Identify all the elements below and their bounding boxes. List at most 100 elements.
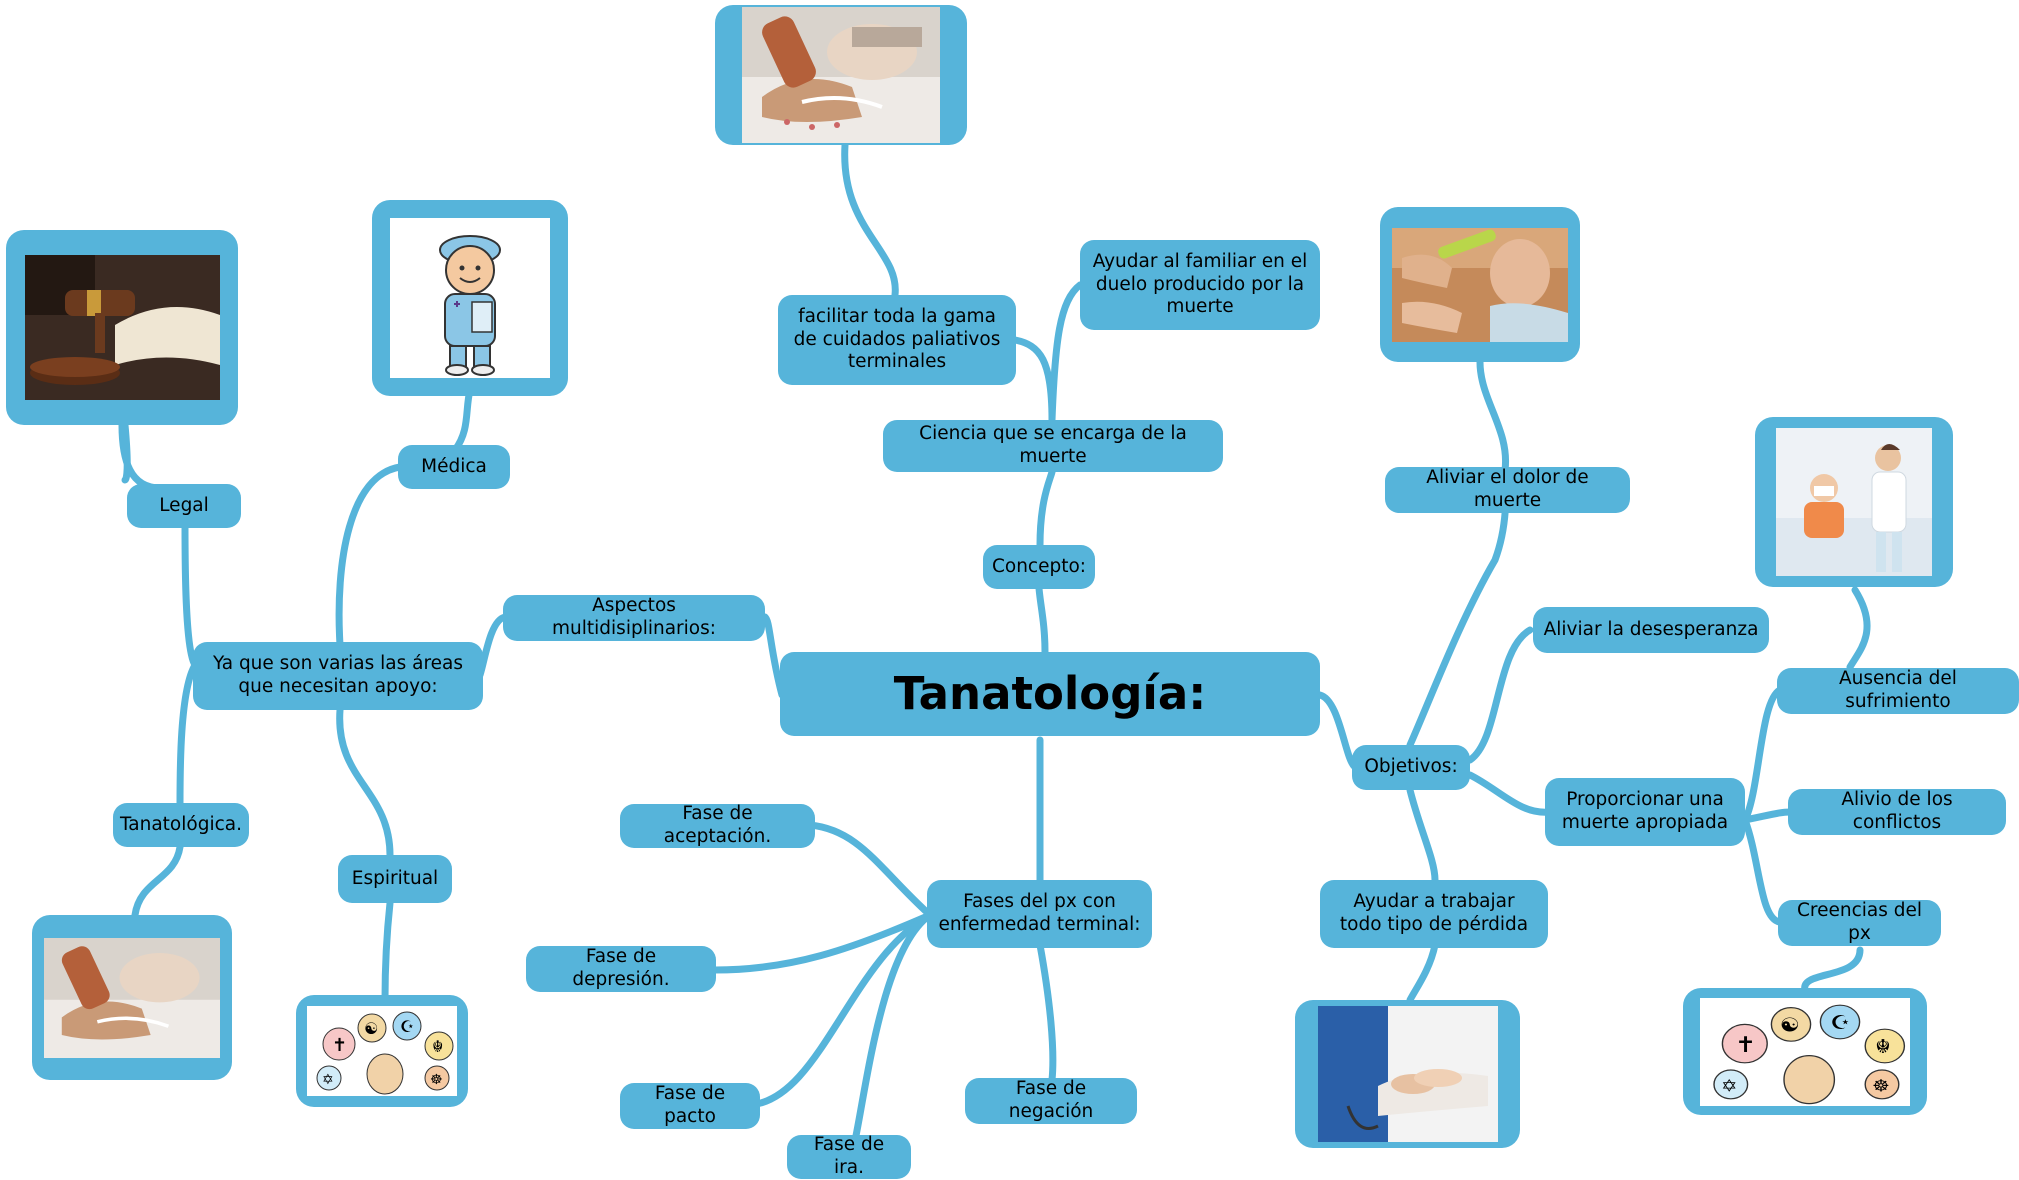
central-topic-label: Tanatología:: [893, 666, 1207, 720]
connector: [1036, 468, 1056, 549]
svg-text:☯: ☯: [1780, 1014, 1800, 1036]
connector: [1406, 941, 1439, 1004]
tanatologica-node[interactable]: Tanatológica.: [113, 803, 249, 847]
proporcionar-label: Proporcionar una muerte apropiada: [1561, 789, 1729, 833]
aliviar-dolor-label: Aliviar el dolor de muerte: [1426, 467, 1589, 511]
svg-text:☬: ☬: [432, 1037, 443, 1056]
legal-node[interactable]: Legal: [127, 484, 241, 528]
ciencia-node[interactable]: Ciencia que se encarga de la muerte: [883, 420, 1223, 472]
objetivos-node[interactable]: Objetivos:: [1352, 745, 1470, 790]
hands-care-photo-node[interactable]: [1295, 1000, 1520, 1148]
connector: [1846, 586, 1871, 671]
fase-pacto-node[interactable]: Fase de pacto: [620, 1083, 760, 1129]
ausencia-node[interactable]: Ausencia del sufrimiento: [1777, 668, 2019, 714]
alivio-conflictos-node[interactable]: Alivio de los conflictos: [1788, 789, 2006, 835]
connector: [849, 911, 934, 1154]
aliviar-dolor-node[interactable]: Aliviar el dolor de muerte: [1385, 467, 1630, 513]
fase-aceptacion-label: Fase de aceptación.: [663, 803, 772, 847]
connector: [761, 613, 786, 699]
areas-node[interactable]: Ya que son varias las áreas que necesita…: [193, 642, 483, 710]
aspectos-node[interactable]: Aspectos multidisiplinarios:: [503, 595, 765, 641]
svg-text:☸: ☸: [1872, 1076, 1890, 1095]
religious-symbols-icon: ✝ ☯ ☪ ☬ ✡ ☸: [1700, 997, 1910, 1106]
areas-label: Ya que son varias las áreas que necesita…: [212, 653, 464, 697]
concepto-label: Concepto:: [991, 555, 1087, 577]
hospital-hands-icon: [742, 7, 940, 143]
connector: [1741, 686, 1784, 824]
hospital-hands-icon: [44, 937, 220, 1058]
connector: [841, 141, 899, 299]
fases-node[interactable]: Fases del px con enfermedad terminal:: [927, 880, 1152, 948]
doctor-image-node[interactable]: [372, 200, 568, 396]
ausencia-label: Ausencia del sufrimiento: [1839, 668, 1957, 712]
tanatologica-label: Tanatológica.: [120, 813, 242, 835]
nurse-patient-icon: [1776, 428, 1932, 576]
connector: [131, 843, 184, 919]
fase-negacion-label: Fase de negación: [1008, 1078, 1094, 1122]
facilitar-node[interactable]: facilitar toda la gama de cuidados palia…: [778, 295, 1016, 385]
proporcionar-node[interactable]: Proporcionar una muerte apropiada: [1545, 778, 1745, 846]
central-topic[interactable]: Tanatología:: [780, 652, 1320, 736]
connector: [1048, 281, 1084, 424]
connector: [335, 463, 404, 649]
legal-photo-node[interactable]: [6, 230, 238, 425]
connector: [476, 613, 509, 679]
svg-text:✡: ✡: [322, 1072, 334, 1088]
connector: [806, 821, 934, 919]
medica-node[interactable]: Médica: [398, 445, 510, 489]
hospital-photo-node[interactable]: [715, 5, 967, 145]
ayudar-perdida-label: Ayudar a trabajar todo tipo de pérdida: [1339, 891, 1529, 935]
connector: [181, 521, 199, 669]
connector: [1741, 808, 1794, 824]
religious-symbols-icon: ✝ ☯ ☪ ☬ ✡ ☸: [307, 1006, 457, 1096]
connector: [1466, 626, 1534, 764]
creencias-image-node[interactable]: ✝ ☯ ☪ ☬ ✡ ☸: [1683, 988, 1927, 1115]
pills-photo-node[interactable]: [1380, 207, 1580, 362]
tanatologica-photo-node[interactable]: [32, 915, 232, 1080]
connector: [1801, 946, 1864, 994]
ayudar-perdida-node[interactable]: Ayudar a trabajar todo tipo de pérdida: [1320, 880, 1548, 948]
connector: [1316, 691, 1359, 771]
svg-text:☯: ☯: [364, 1019, 378, 1038]
connector: [1466, 771, 1554, 816]
svg-text:☪: ☪: [400, 1017, 414, 1036]
doctor-icon: [390, 218, 550, 378]
fases-label: Fases del px con enfermedad terminal:: [938, 891, 1141, 935]
creencias-label: Creencias del px: [1796, 900, 1923, 944]
fase-ira-node[interactable]: Fase de ira.: [787, 1134, 911, 1179]
concepto-node[interactable]: Concepto:: [983, 545, 1095, 589]
connector: [1406, 786, 1439, 884]
medica-label: Médica: [421, 455, 487, 477]
creencias-node[interactable]: Creencias del px: [1778, 900, 1941, 946]
espiritual-label: Espiritual: [351, 867, 439, 889]
connector: [1036, 941, 1057, 1084]
ayudar-familiar-label: Ayudar al familiar en el duelo producido…: [1092, 251, 1308, 318]
fase-depresion-node[interactable]: Fase de depresión.: [526, 946, 716, 992]
svg-text:✝: ✝: [332, 1035, 347, 1056]
ciencia-label: Ciencia que se encarga de la muerte: [919, 423, 1187, 467]
espiritual-node[interactable]: Espiritual: [338, 855, 452, 903]
alivio-conflictos-label: Alivio de los conflictos: [1841, 789, 1953, 833]
espiritual-image-node[interactable]: ✝ ☯ ☪ ☬ ✡ ☸: [296, 995, 468, 1107]
connector: [451, 386, 474, 454]
svg-text:☸: ☸: [430, 1072, 443, 1088]
connector: [746, 911, 934, 1109]
connector: [1741, 816, 1784, 926]
connector: [1011, 336, 1056, 424]
fase-negacion-node[interactable]: Fase de negación: [965, 1078, 1137, 1124]
aliviar-desesperanza-node[interactable]: Aliviar la desesperanza: [1533, 607, 1769, 653]
svg-text:✡: ✡: [1721, 1076, 1737, 1095]
connector: [176, 661, 199, 809]
connector: [711, 911, 934, 974]
fase-pacto-label: Fase de pacto: [654, 1083, 726, 1127]
svg-text:☪: ☪: [1830, 1011, 1850, 1033]
connector: [336, 706, 394, 859]
nurse-photo-node[interactable]: [1755, 417, 1953, 587]
facilitar-label: facilitar toda la gama de cuidados palia…: [793, 306, 1001, 373]
connector: [381, 899, 394, 1004]
svg-text:☬: ☬: [1875, 1035, 1891, 1057]
aspectos-label: Aspectos multidisiplinarios:: [552, 595, 716, 639]
legal-label: Legal: [159, 494, 209, 516]
fase-aceptacion-node[interactable]: Fase de aceptación.: [620, 803, 815, 848]
ayudar-familiar-node[interactable]: Ayudar al familiar en el duelo producido…: [1080, 240, 1320, 330]
